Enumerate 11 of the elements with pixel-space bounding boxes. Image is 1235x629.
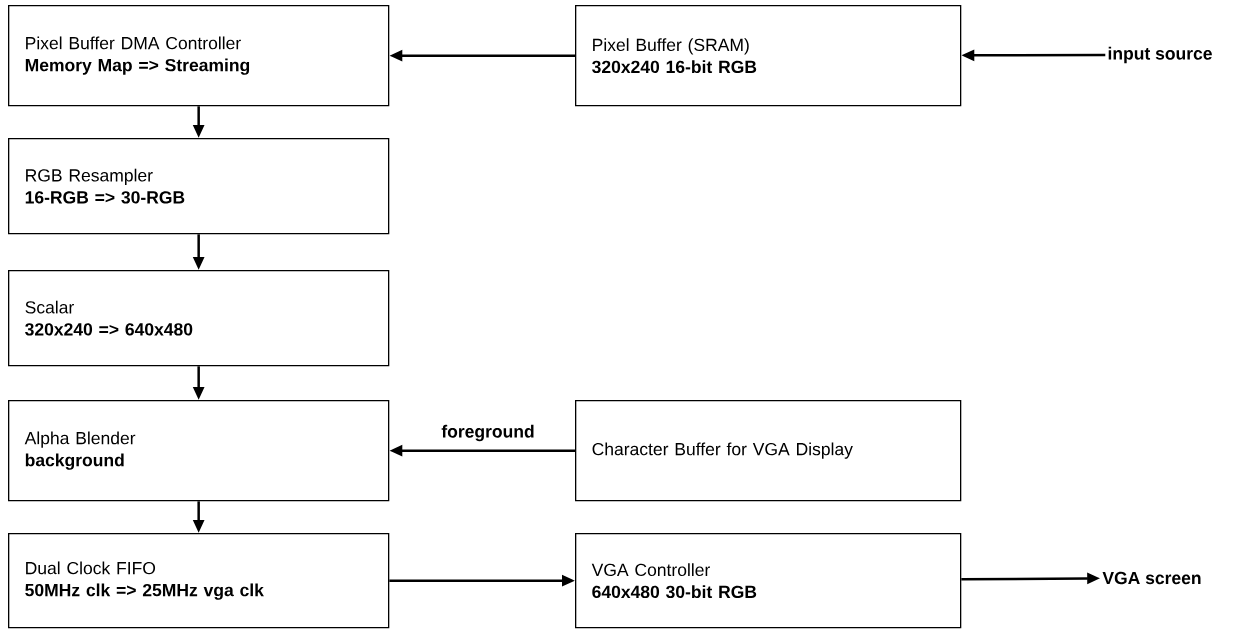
process-box: Pixel Buffer (SRAM) 320x240 16-bit RGB <box>575 5 962 107</box>
edge-label: foreground <box>440 423 536 443</box>
process-box: Character Buffer for VGA Display <box>575 400 962 502</box>
process-box: Dual Clock FIFO 50MHz clk => 25MHz vga clk <box>8 533 390 629</box>
endpoint-label: VGA screen <box>1102 571 1201 585</box>
process-box: RGB Resampler 16-RGB => 30-RGB <box>8 138 390 235</box>
endpoint-label: input source <box>1108 46 1212 64</box>
process-box: Pixel Buffer DMA Controller Memory Map => Streaming <box>8 5 390 107</box>
process-box: Scalar 320x240 => 640x480 <box>8 270 390 367</box>
process-box: VGA Controller 640x480 30-bit RGB <box>575 533 962 629</box>
process-box: Alpha Blender background <box>8 400 390 502</box>
